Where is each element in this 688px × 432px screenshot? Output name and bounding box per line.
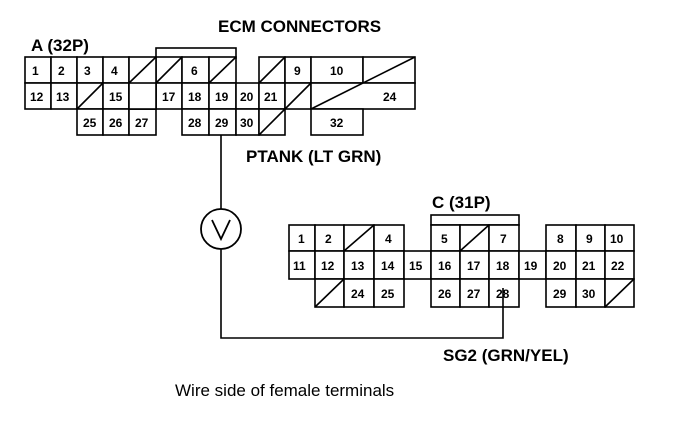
voltmeter-icon: [200, 208, 242, 250]
connector-a-label: A (32P): [31, 36, 89, 55]
pin-c9: 9: [586, 232, 593, 246]
pin-c13: 13: [351, 259, 365, 273]
ptank-wire-label: PTANK (LT GRN): [246, 147, 381, 166]
pin-c30: 30: [582, 287, 596, 301]
pin-a9: 9: [294, 64, 301, 78]
pin-c29: 29: [553, 287, 567, 301]
pin-a27: 27: [135, 116, 149, 130]
pin-a6: 6: [191, 64, 198, 78]
pin-c18: 18: [496, 259, 510, 273]
diagram-caption: Wire side of female terminals: [175, 381, 394, 400]
pin-a25: 25: [83, 116, 97, 130]
pin-c27: 27: [467, 287, 481, 301]
pin-a13: 13: [56, 90, 70, 104]
pin-a26: 26: [109, 116, 123, 130]
pin-c24: 24: [351, 287, 365, 301]
test-wiring: [220, 135, 504, 339]
pin-a1: 1: [32, 64, 39, 78]
pin-c17: 17: [467, 259, 481, 273]
pin-c11: 11: [293, 259, 306, 273]
pin-c1: 1: [298, 232, 305, 246]
pin-c19: 19: [524, 259, 538, 273]
pin-a21: 21: [264, 90, 278, 104]
connector-c-label: C (31P): [432, 193, 491, 212]
pin-a12: 12: [30, 90, 44, 104]
sg2-wire-label: SG2 (GRN/YEL): [443, 346, 569, 365]
pin-c2: 2: [325, 232, 332, 246]
pin-c4: 4: [385, 232, 392, 246]
pin-c15: 15: [409, 259, 423, 273]
pin-a18: 18: [188, 90, 202, 104]
pin-c8: 8: [557, 232, 564, 246]
pin-a17: 17: [162, 90, 176, 104]
pin-a10: 10: [330, 64, 344, 78]
pin-c14: 14: [381, 259, 395, 273]
pin-a19: 19: [215, 90, 229, 104]
pin-c21: 21: [582, 259, 596, 273]
diagram-title: ECM CONNECTORS: [218, 17, 381, 36]
connector-c: 1 2 4 5 7 8 9 10 11 12 13 14 15 16 17 18…: [288, 214, 635, 308]
pin-a30: 30: [240, 116, 254, 130]
pin-c22: 22: [611, 259, 625, 273]
pin-a2: 2: [58, 64, 65, 78]
pin-a3: 3: [84, 64, 91, 78]
pin-c20: 20: [553, 259, 567, 273]
pin-c16: 16: [438, 259, 452, 273]
pin-c10: 10: [610, 232, 624, 246]
pin-c7: 7: [500, 232, 507, 246]
pin-c5: 5: [441, 232, 448, 246]
pin-c12: 12: [321, 259, 335, 273]
pin-c26: 26: [438, 287, 452, 301]
pin-a29: 29: [215, 116, 229, 130]
pin-a4: 4: [111, 64, 118, 78]
pin-a24: 24: [383, 90, 397, 104]
pin-a32: 32: [330, 116, 344, 130]
connector-a: 1 2 3 4 6 9 10 12 13 15 17 18 19 20 21 2…: [24, 47, 416, 136]
pin-a20: 20: [240, 90, 254, 104]
pin-c25: 25: [381, 287, 395, 301]
pin-a28: 28: [188, 116, 202, 130]
pin-a15: 15: [109, 90, 123, 104]
